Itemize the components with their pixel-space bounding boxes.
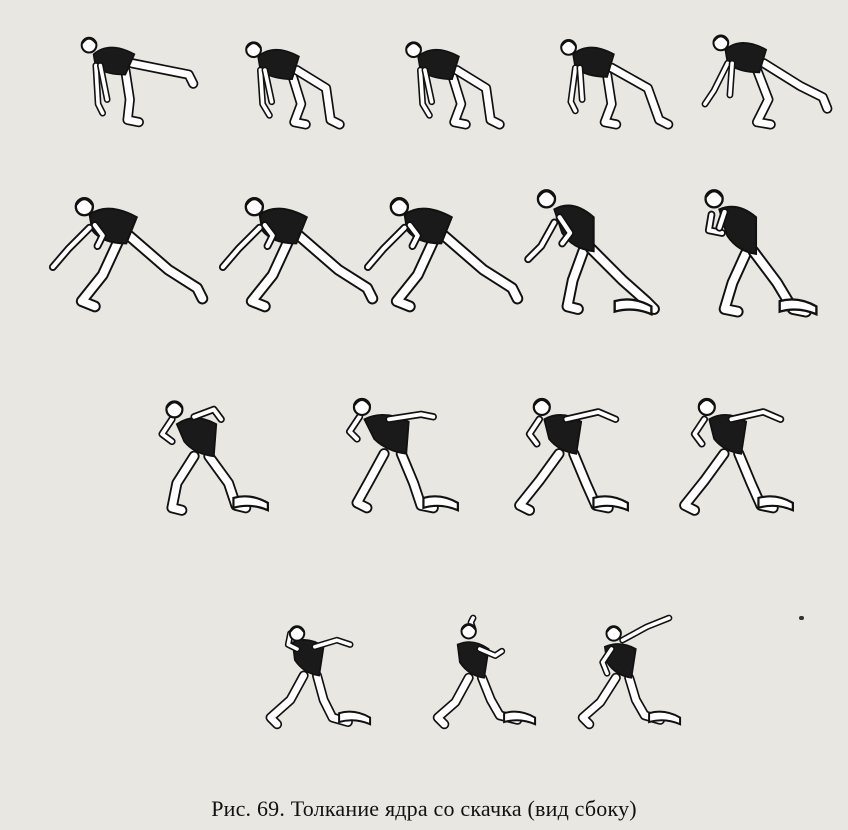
- athlete-frame-2-3: [360, 175, 520, 325]
- print-speck: [799, 616, 804, 620]
- athlete-pose-release: [565, 570, 700, 770]
- athlete-pose-glide: [515, 175, 675, 325]
- athlete-pose-upright-glide: [680, 175, 840, 325]
- athlete-frame-2-2: [215, 175, 375, 325]
- athlete-frame-3-2: [330, 360, 480, 540]
- athlete-pose-crouch-leg-back: [540, 18, 690, 138]
- athlete-frame-2-1: [45, 175, 205, 325]
- athlete-pose-lunge-arm-forward: [215, 175, 375, 325]
- illustration-row-3: [0, 360, 848, 540]
- illustration-row-4: [0, 570, 848, 770]
- athlete-frame-3-1: [140, 360, 290, 540]
- illustration-row-2: [0, 175, 848, 325]
- athlete-pose-turn-arm-out: [330, 360, 480, 540]
- athlete-pose-release-prep: [255, 570, 390, 770]
- athlete-pose-crouch-leg-extended: [690, 18, 840, 138]
- athlete-frame-3-4: [665, 360, 815, 540]
- athlete-frame-4-2: [420, 570, 555, 770]
- athlete-frame-2-4: [515, 175, 675, 325]
- athlete-frame-3-3: [500, 360, 650, 540]
- athlete-frame-2-5: [680, 175, 840, 325]
- athlete-pose-turn-drive: [665, 360, 815, 540]
- figure-caption: Рис. 69. Толкание ядра со скачка (вид сб…: [0, 796, 848, 822]
- athlete-frame-1-3: [385, 18, 535, 138]
- athlete-frame-4-3: [565, 570, 700, 770]
- illustration-row-1: [0, 18, 848, 138]
- athlete-pose-lunge-arm-forward: [360, 175, 520, 325]
- athlete-pose-lunge-arm-forward: [45, 175, 205, 325]
- athlete-pose-crouch-tuck: [225, 18, 375, 138]
- athlete-frame-1-4: [540, 18, 690, 138]
- athlete-pose-turn-drive: [500, 360, 650, 540]
- athlete-pose-release-push: [420, 570, 555, 770]
- athlete-pose-crouch-back-leg-extended: [65, 18, 215, 138]
- athlete-frame-1-2: [225, 18, 375, 138]
- athlete-pose-crouch-tuck: [385, 18, 535, 138]
- athlete-pose-power-position: [140, 360, 290, 540]
- athlete-frame-1-1: [65, 18, 215, 138]
- athlete-frame-4-1: [255, 570, 390, 770]
- athlete-frame-1-5: [690, 18, 840, 138]
